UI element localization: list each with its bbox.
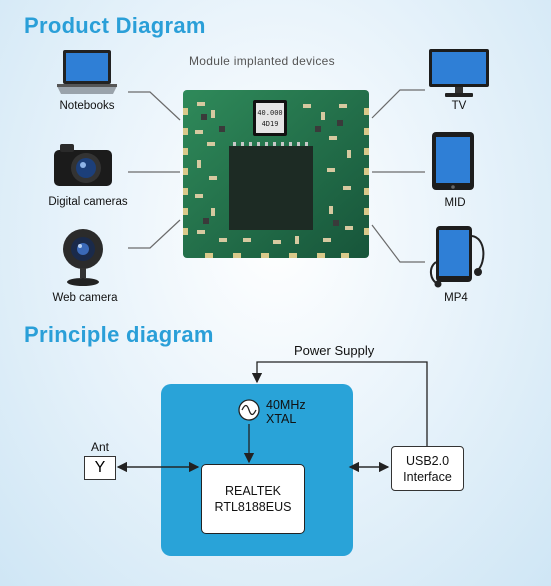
power-supply-label: Power Supply: [294, 343, 375, 358]
laptop-icon: [55, 48, 119, 98]
tablet-icon: [430, 130, 476, 192]
wifi-module-image: 40.000 4D19: [183, 90, 369, 258]
xtal-label: 40MHz XTAL: [266, 398, 306, 426]
chip-model: RTL8188EUS: [214, 500, 292, 514]
principle-diagram-title: Principle diagram: [24, 322, 214, 347]
antenna-symbol: Y: [84, 456, 116, 480]
device-label-web-camera: Web camera: [52, 292, 118, 304]
device-label-digital-cameras: Digital cameras: [48, 196, 128, 208]
usb-interface-text: Interface: [403, 469, 452, 484]
chip-vendor: REALTEK: [224, 484, 282, 498]
webcam-icon: [58, 226, 108, 288]
crystal-marking-2: 4D19: [262, 120, 279, 128]
device-label-mp4: MP4: [444, 292, 468, 304]
camera-icon: [50, 140, 116, 188]
device-label-notebooks: Notebooks: [59, 100, 115, 112]
device-label-mid: MID: [444, 197, 466, 209]
xtal-frequency: 40MHz: [266, 398, 306, 412]
crystal-marking-1: 40.000: [257, 109, 282, 117]
module-subtitle: Module implanted devices: [189, 54, 335, 68]
mp4-player-icon: [426, 222, 488, 288]
usb-version: USB2.0: [405, 453, 450, 468]
usb-interface-block: USB2.0 Interface: [391, 446, 464, 491]
device-label-tv: TV: [451, 100, 467, 112]
connector-lines: [128, 89, 425, 263]
realtek-chip-block: REALTEK RTL8188EUS: [201, 464, 305, 534]
tv-icon: [427, 47, 491, 99]
antenna-label: Ant: [91, 440, 110, 454]
xtal-name: XTAL: [266, 412, 297, 426]
product-diagram-title: Product Diagram: [24, 13, 206, 38]
